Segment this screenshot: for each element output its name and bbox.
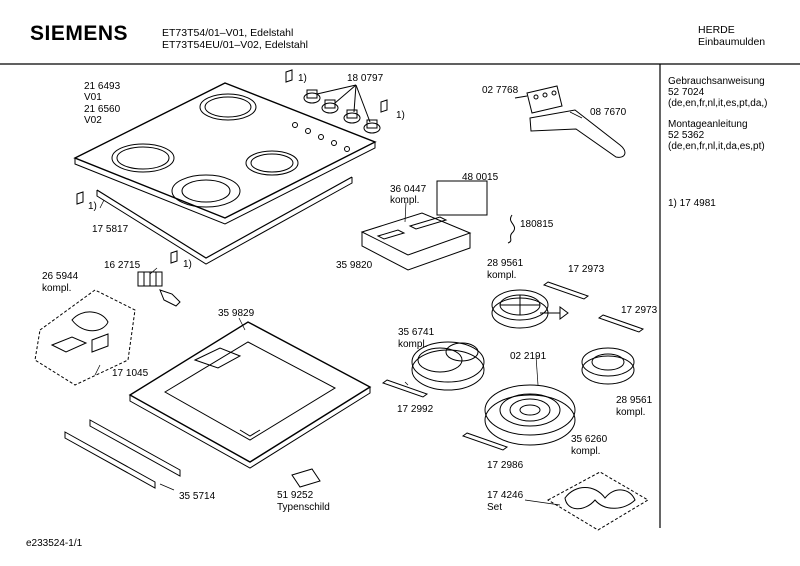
part-label: kompl. bbox=[42, 283, 72, 294]
sensor-wire bbox=[507, 214, 516, 244]
part-label: 35 6260 bbox=[571, 434, 608, 445]
panel-frame bbox=[96, 176, 353, 265]
part-label: kompl. bbox=[390, 195, 420, 206]
part-label: 17 2973 bbox=[568, 264, 605, 275]
radiant-heater-large bbox=[484, 384, 576, 446]
radiant-heater-double bbox=[411, 341, 485, 391]
footnote-reference: 1) 17 4981 bbox=[668, 198, 716, 209]
fan-assembly bbox=[34, 289, 136, 386]
part-label: 21 6560 bbox=[84, 104, 121, 115]
sidebar-manuals: Gebrauchsanweisung 52 7024 (de,en,fr,nl,… bbox=[668, 76, 768, 152]
install-languages: (de,en,fr,nl,it,da,es,pt) bbox=[668, 141, 765, 152]
cooktop-panel bbox=[73, 82, 377, 225]
brand-logo: SIEMENS bbox=[30, 22, 129, 45]
part-label: Typenschild bbox=[277, 502, 330, 513]
heater-brackets bbox=[381, 281, 645, 451]
model-line-1: ET73T54/01–V01, Edelstahl bbox=[162, 27, 294, 39]
part-label: 17 2973 bbox=[621, 305, 658, 316]
part-label: Set bbox=[487, 502, 503, 513]
radiant-heater-small bbox=[581, 347, 635, 385]
element-set bbox=[546, 471, 649, 531]
rating-plate bbox=[291, 468, 321, 488]
part-label: 180815 bbox=[520, 219, 554, 230]
footnote-marker: 1) bbox=[298, 73, 307, 84]
part-label: 16 2715 bbox=[104, 260, 141, 271]
part-label: 28 9561 bbox=[616, 395, 653, 406]
part-label: 28 9561 bbox=[487, 258, 524, 269]
part-label: 35 9820 bbox=[336, 260, 373, 271]
control-knobs bbox=[303, 84, 381, 134]
part-label: 48 0015 bbox=[462, 172, 499, 183]
terminal-block bbox=[137, 271, 181, 307]
category-line-1: HERDE bbox=[698, 24, 735, 36]
part-label: 02 7768 bbox=[482, 85, 519, 96]
part-label: 17 2986 bbox=[487, 460, 524, 471]
part-label: 17 5817 bbox=[92, 224, 129, 235]
part-label: 18 0797 bbox=[347, 73, 384, 84]
footnote-marker: 1) bbox=[183, 259, 192, 270]
install-number: 52 5362 bbox=[668, 130, 705, 141]
clips bbox=[76, 69, 388, 264]
seal-tool bbox=[514, 85, 626, 158]
part-label: kompl. bbox=[571, 446, 601, 457]
part-label: 08 7670 bbox=[590, 107, 627, 118]
model-line-2: ET73T54EU/01–V02, Edelstahl bbox=[162, 39, 308, 51]
part-label: kompl. bbox=[487, 270, 517, 281]
bottom-housing bbox=[128, 321, 372, 469]
manual-number: 52 7024 bbox=[668, 87, 705, 98]
document-id: e233524-1/1 bbox=[26, 538, 83, 549]
part-label: V02 bbox=[84, 115, 102, 126]
category-line-2: Einbaumulden bbox=[698, 36, 766, 48]
part-label: kompl. bbox=[616, 407, 646, 418]
footnote-marker: 1) bbox=[88, 201, 97, 212]
model-numbers: ET73T54/01–V01, Edelstahl ET73T54EU/01–V… bbox=[162, 27, 308, 51]
part-label: V01 bbox=[84, 92, 102, 103]
footnote-marker: 1) bbox=[396, 110, 405, 121]
part-label: 21 6493 bbox=[84, 81, 121, 92]
manual-languages: (de,en,fr,nl,it,es,pt,da,) bbox=[668, 98, 768, 109]
part-label: 35 9829 bbox=[218, 308, 255, 319]
manual-title: Gebrauchsanweisung bbox=[668, 76, 765, 87]
part-label: kompl. bbox=[398, 339, 428, 350]
part-label: 17 2992 bbox=[397, 404, 434, 415]
label-card bbox=[436, 180, 488, 216]
radiant-heater-top bbox=[491, 289, 569, 329]
part-label: 35 6741 bbox=[398, 327, 435, 338]
part-label: 36 0447 bbox=[390, 184, 427, 195]
product-category: HERDE Einbaumulden bbox=[698, 24, 765, 48]
part-label: 26 5944 bbox=[42, 271, 79, 282]
part-label: 17 4246 bbox=[487, 490, 524, 501]
install-title: Montageanleitung bbox=[668, 119, 748, 130]
control-module bbox=[360, 212, 472, 271]
part-label: 51 9252 bbox=[277, 490, 314, 501]
part-label: 35 5714 bbox=[179, 491, 216, 502]
part-label: 17 1045 bbox=[112, 368, 149, 379]
part-label: 02 2191 bbox=[510, 351, 547, 362]
leader-lines bbox=[94, 111, 583, 506]
mounting-rails bbox=[64, 419, 181, 489]
